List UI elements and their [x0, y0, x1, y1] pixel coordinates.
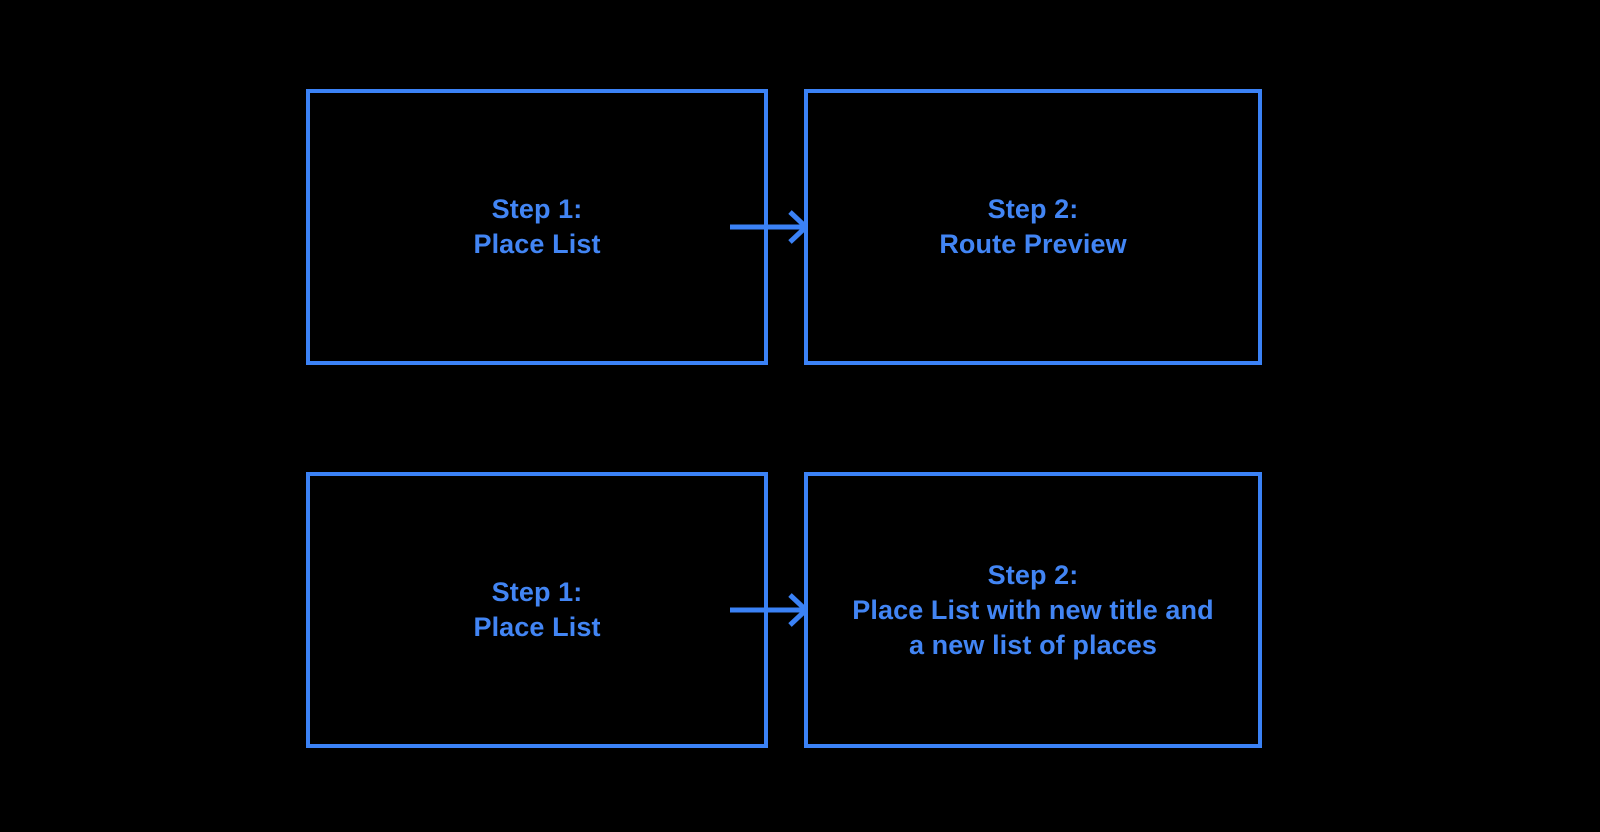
flow-row-top: Step 1: Place List Step 2: Route Preview: [0, 89, 1600, 365]
step-box-top-step-1[interactable]: Step 1: Place List: [306, 89, 768, 365]
step-box-bottom-step-2[interactable]: Step 2: Place List with new title and a …: [804, 472, 1262, 748]
flow-row-bottom: Step 1: Place List Step 2: Place List wi…: [0, 472, 1600, 748]
step-box-label: Step 2: Route Preview: [939, 194, 1127, 259]
step-box-label: Step 1: Place List: [473, 577, 601, 642]
step-box-top-step-2[interactable]: Step 2: Route Preview: [804, 89, 1262, 365]
step-box-label: Step 2: Place List with new title and a …: [852, 559, 1214, 660]
arrow-right-icon: [728, 593, 812, 627]
step-box-bottom-step-1[interactable]: Step 1: Place List: [306, 472, 768, 748]
step-box-label: Step 1: Place List: [473, 194, 601, 259]
arrow-right-icon: [728, 210, 812, 244]
